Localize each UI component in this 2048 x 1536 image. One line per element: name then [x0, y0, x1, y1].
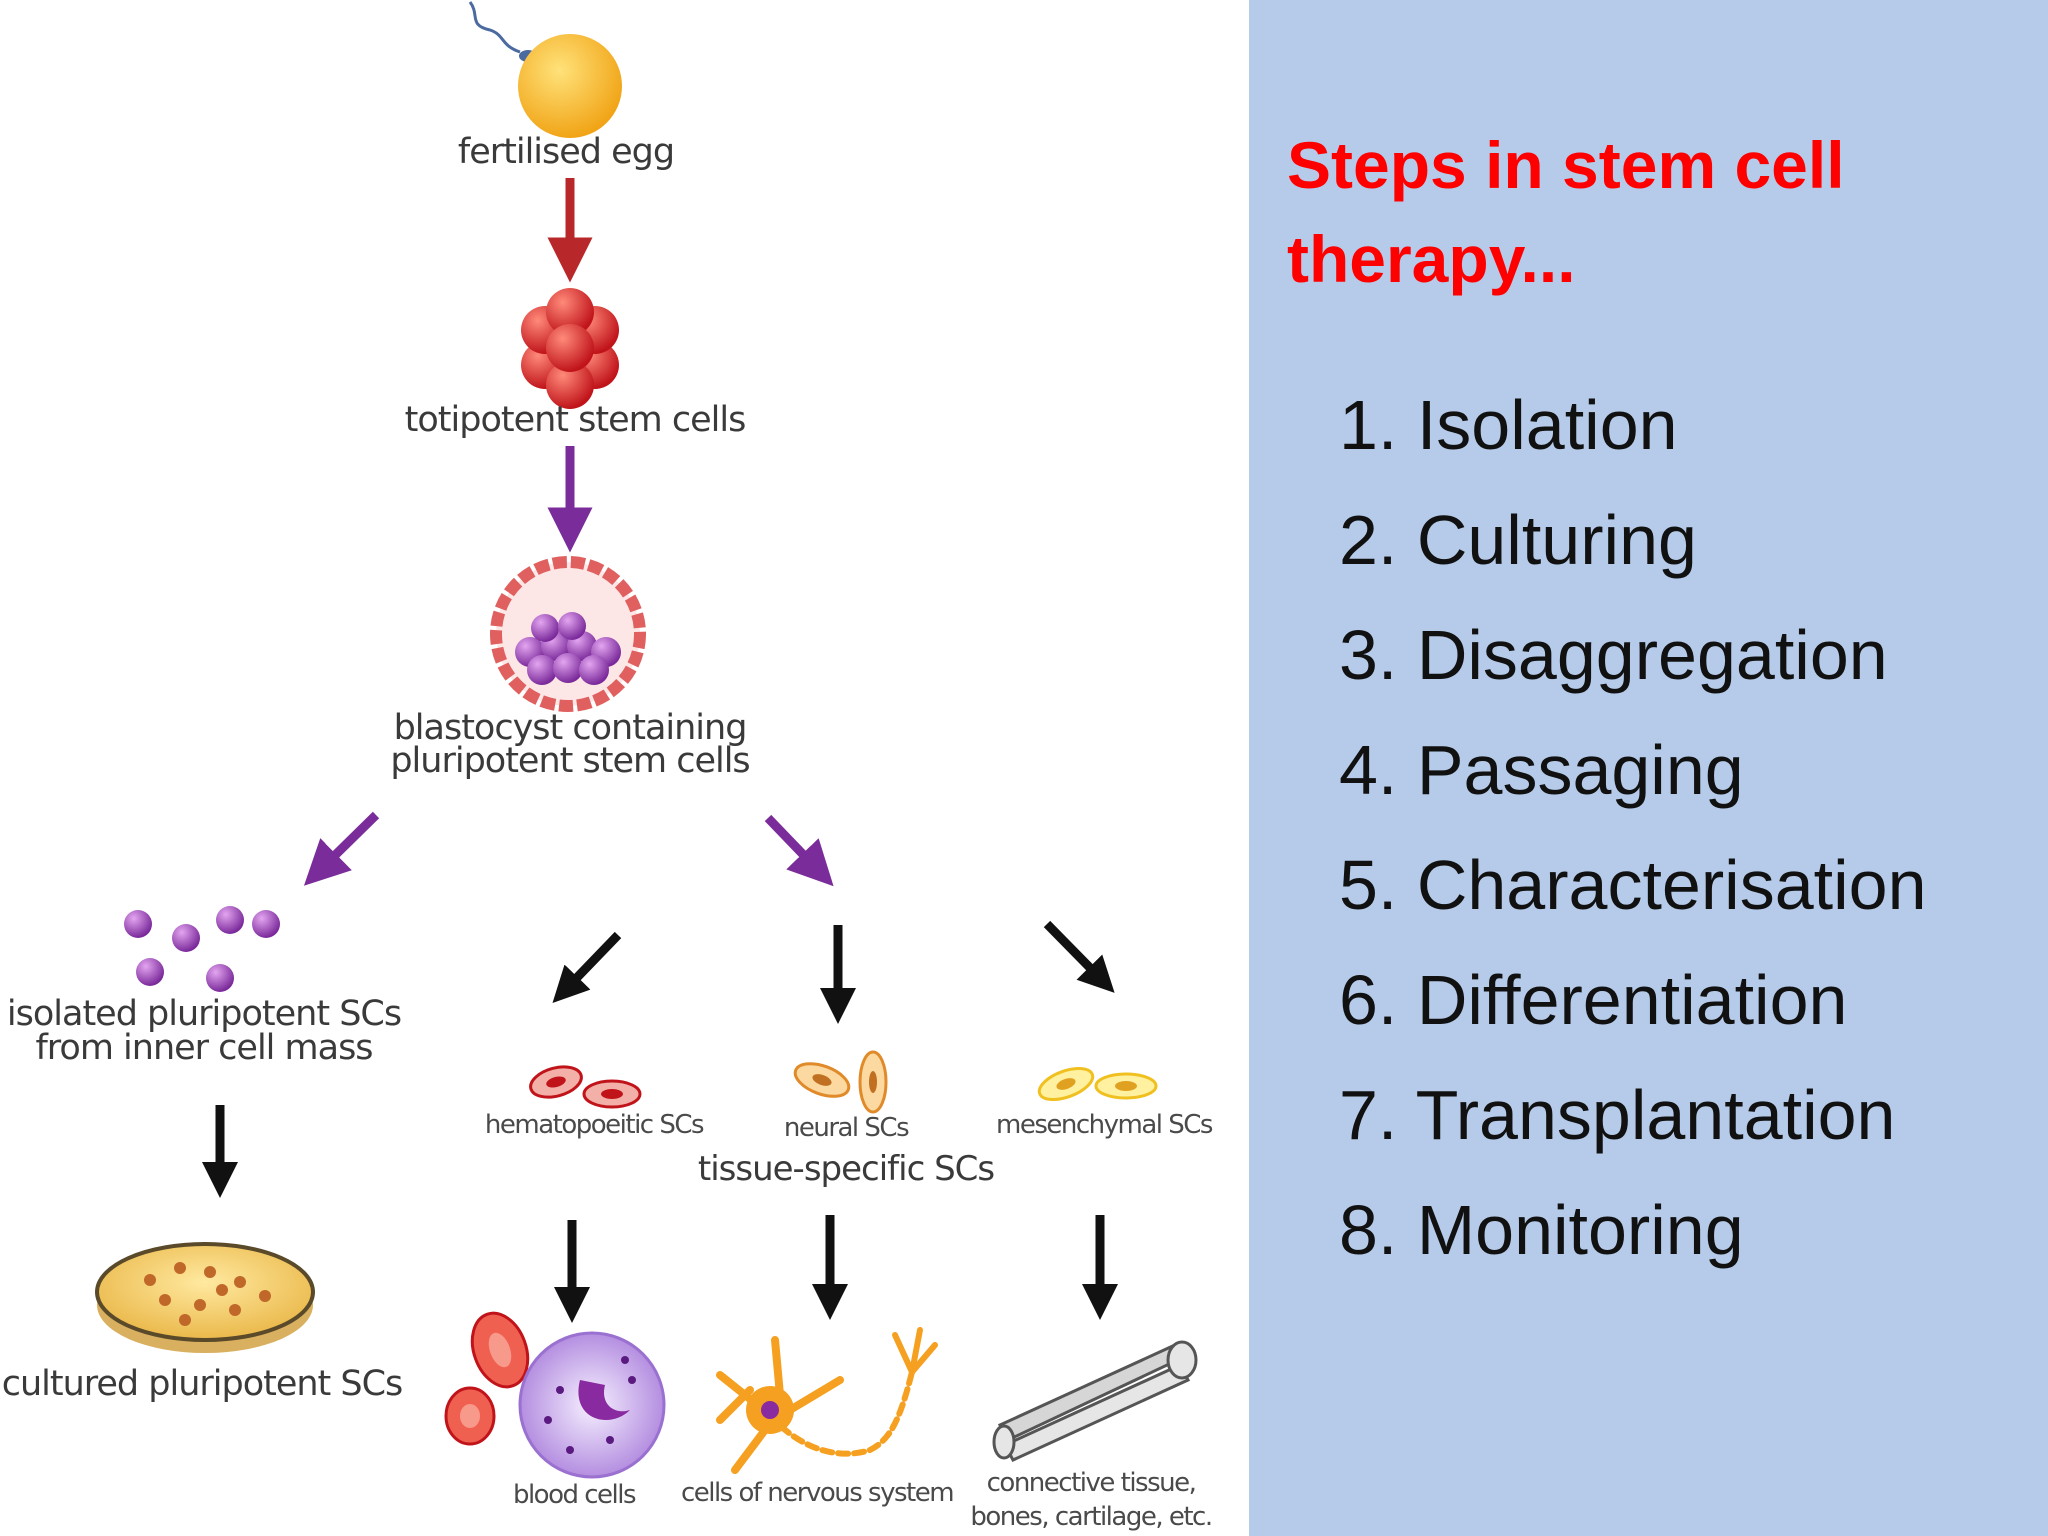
steps-title: Steps in stem cell therapy... [1287, 128, 1845, 296]
bone-tissue-icon [992, 1340, 1198, 1462]
stem-cell-diagram [95, 1, 1198, 1479]
step-item: 8. Monitoring [1339, 1191, 1744, 1269]
label-totipotent: totipotent stem cells [404, 400, 747, 440]
arrow-blastocyst-to-isolated [303, 811, 380, 886]
arrows [202, 178, 1118, 1323]
label-fertilised-egg: fertilised egg [457, 132, 675, 172]
steps-panel: Steps in stem cell therapy... 1. Isolati… [1249, 0, 2048, 1536]
fertilised-egg-icon [468, 1, 622, 138]
label-neural: neural SCs [783, 1113, 910, 1143]
totipotent-cells-icon [521, 288, 619, 409]
arrow-to-mesenchymal [1043, 920, 1115, 993]
blood-cells-icon [444, 1311, 666, 1479]
step-item: 4. Passaging [1339, 731, 1744, 809]
label-cultured: cultured pluripotent SCs [1, 1364, 404, 1404]
label-blastocyst-line2: pluripotent stem cells [390, 741, 750, 781]
blastocyst-icon [490, 556, 646, 712]
diagram-panel: fertilised egg totipotent stem cells bla… [1, 1, 1214, 1532]
arrow-blastocyst-to-tissue [764, 814, 834, 887]
neural-cells-icon [793, 1050, 888, 1114]
label-blastocyst-line1: blastocyst containing [393, 708, 748, 748]
label-isolated-line1: isolated pluripotent SCs [6, 994, 402, 1034]
step-item: 6. Differentiation [1339, 961, 1848, 1039]
step-item: 3. Disaggregation [1339, 616, 1888, 694]
label-blood-cells: blood cells [512, 1480, 637, 1510]
label-tissue-specific: tissue-specific SCs [697, 1149, 995, 1189]
label-nervous-cells: cells of nervous system [680, 1478, 955, 1508]
steps-list: 1. Isolation 2. Culturing 3. Disaggregat… [1339, 380, 1927, 1300]
hematopoietic-cells-icon [529, 1065, 642, 1109]
label-connective-line2: bones, cartilage, etc. [970, 1502, 1213, 1532]
isolated-cells-icon [124, 906, 280, 992]
step-item: 2. Culturing [1339, 501, 1697, 579]
step-item: 7. Transplantation [1339, 1076, 1896, 1154]
arrow-to-hematopoietic [552, 931, 622, 1003]
neuron-icon [716, 1327, 938, 1474]
label-isolated-line2: from inner cell mass [35, 1028, 373, 1068]
label-hematopoietic: hematopoeitic SCs [484, 1110, 705, 1140]
mesenchymal-cells-icon [1037, 1066, 1158, 1102]
petri-dish-icon [95, 1242, 315, 1353]
step-item: 1. Isolation [1339, 386, 1678, 464]
step-item: 5. Characterisation [1339, 846, 1927, 924]
label-mesenchymal: mesenchymal SCs [996, 1110, 1213, 1140]
label-connective-line1: connective tissue, [986, 1468, 1197, 1498]
